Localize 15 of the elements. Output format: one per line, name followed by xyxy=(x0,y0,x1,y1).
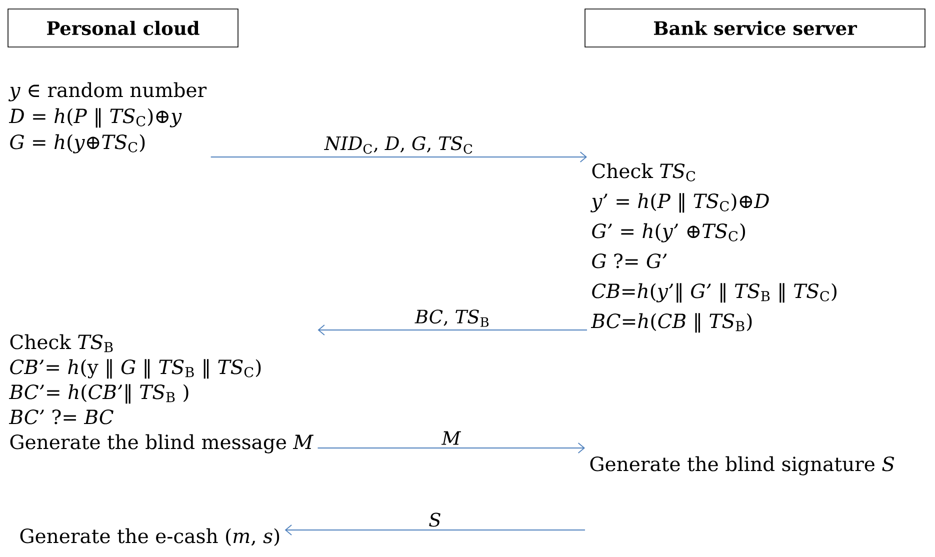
edge-label: S xyxy=(429,512,440,527)
arrow xyxy=(318,324,588,336)
computation-text: Check TS$_{C}$ y’ = h(P ‖ TS$_{C}$)⊕D G’ = h(y’ ⊕TS$_{C}$) G ?= G’ CB=h(y’‖ G’ ‖ TS$_{B}$ ‖ TS$_{C}$) BC=h(CB ‖ TS$_{B}$) xyxy=(590,163,836,333)
computation-text: Check TS$_{B}$ CB’= h(y ‖ G ‖ TS$_{B}$ ‖ TS$_{C}$) BC’= h(CB’‖ TS$_{B}$ ) BC’ ?= BC Generate the blind message M xyxy=(8,334,314,454)
arrow xyxy=(284,524,586,536)
party-box: Bank service server xyxy=(584,8,926,48)
arrow xyxy=(317,442,585,454)
edge-label: NID$_{C}$, D, G, TS$_{C}$ xyxy=(324,136,472,154)
computation-text: y ∈ random number D = h(P ‖ TS$_{C}$)⊕y G = h(y⊕TS$_{C}$) xyxy=(8,82,207,154)
edge-label: BC, TS$_{B}$ xyxy=(414,310,489,327)
arrow xyxy=(210,152,587,162)
computation-text: Generate the blind signature S xyxy=(590,456,894,476)
edge-label: M xyxy=(441,431,462,445)
computation-text: Generate the e-cash (m, s) xyxy=(20,528,280,546)
party-box: Personal cloud xyxy=(8,8,238,48)
